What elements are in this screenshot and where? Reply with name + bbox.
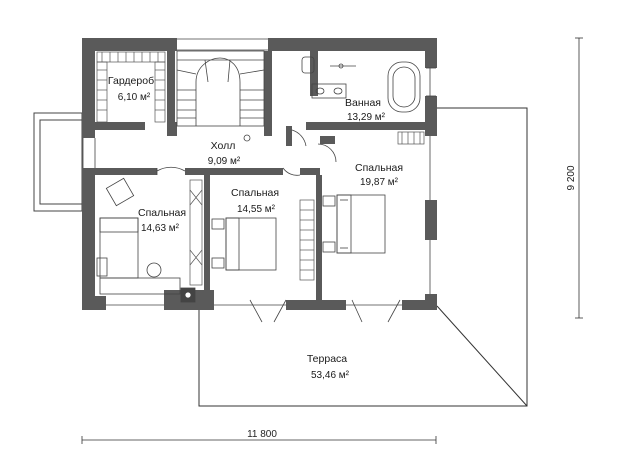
room-name-bathroom: Ванная bbox=[345, 97, 381, 109]
room-labels: Гардероб 6,10 м² Ванная 13,29 м² Холл 9,… bbox=[108, 75, 403, 381]
bed-bedroom-ne bbox=[322, 194, 386, 254]
room-area-hall: 9,09 м² bbox=[208, 156, 241, 167]
dimension-height-label: 9 200 bbox=[566, 165, 577, 190]
room-area-bathroom: 13,29 м² bbox=[347, 112, 386, 123]
doors-windows bbox=[82, 38, 436, 323]
room-name-hall: Холл bbox=[211, 140, 236, 152]
interior-walls bbox=[95, 51, 425, 305]
room-name-wardrobe: Гардероб bbox=[108, 75, 154, 87]
room-area-bedroom-w: 14,63 м² bbox=[141, 223, 180, 234]
dimension-lines bbox=[81, 37, 583, 444]
room-area-wardrobe: 6,10 м² bbox=[118, 92, 151, 103]
dimension-width-label: 11 800 bbox=[247, 429, 277, 440]
bedroom-ne-closet bbox=[397, 131, 425, 145]
west-balcony bbox=[33, 112, 83, 212]
room-name-bedroom-w: Спальная bbox=[138, 207, 186, 219]
room-area-terrace: 53,46 м² bbox=[311, 370, 350, 381]
staircase bbox=[176, 50, 265, 127]
bedroom-w-furniture bbox=[96, 177, 196, 303]
bathroom-fixtures bbox=[301, 56, 421, 113]
room-name-terrace: Терраса bbox=[307, 353, 347, 365]
room-name-bedroom-ne: Спальная bbox=[355, 162, 403, 174]
room-area-bedroom-center: 14,55 м² bbox=[237, 204, 276, 215]
room-name-bedroom-center: Спальная bbox=[231, 187, 279, 199]
room-area-bedroom-ne: 19,87 м² bbox=[360, 177, 399, 188]
bedroom-center-wardrobe bbox=[189, 179, 315, 286]
terrace-outline bbox=[198, 107, 528, 407]
bed-bedroom-center bbox=[211, 217, 277, 271]
wardrobe-shelving bbox=[96, 51, 166, 123]
